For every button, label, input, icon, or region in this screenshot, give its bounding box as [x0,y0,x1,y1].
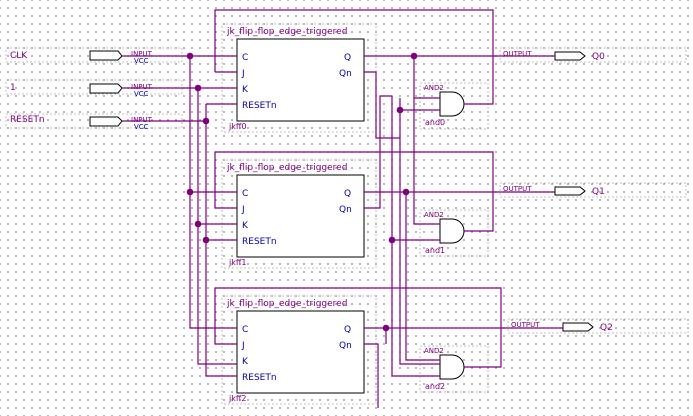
junction-clk [186,52,194,60]
wire-and1-to-jkff1-j [214,151,494,232]
junction-resetn [202,117,210,125]
jkff0-pin-q: Q [344,53,351,63]
output-frame-q0 [499,47,687,63]
output-name-q2: Q2 [600,323,613,333]
output-frame-q1 [499,182,687,198]
and0-instance: and0 [425,118,445,127]
wires [122,9,563,408]
wire-qn0 [364,71,400,139]
jkff0-pin-k: K [242,85,249,95]
and0-gate[interactable] [439,91,465,117]
output-pin-q2[interactable] [562,322,594,332]
junction-resetn-ff1 [202,236,210,244]
output-kind-q1: OUTPUT [503,185,532,193]
wire-qn1 [364,95,392,209]
wire-and2-to-jkff2-j [214,287,502,368]
jkff1-pin-resetn: RESETn [242,237,277,247]
jkff0-pin-c: C [242,53,248,63]
wire-clk-bus [189,56,237,329]
output-frame-q2 [507,318,689,334]
wire-q0-to-and1 [413,98,440,225]
jkff1-pin-k: K [242,221,249,231]
jkff0-pin-resetn: RESETn [242,101,277,111]
input-name-1: 1 [10,83,16,93]
junction-one [194,84,202,92]
input-frame-1 [5,79,183,95]
jkff2-type: jk_flip_flop_edge_triggered [226,299,347,309]
input-pin-1[interactable] [89,83,123,94]
junction-q1 [402,188,410,196]
wire-qn0-bus [399,98,440,365]
and2-type: AND2 [424,347,444,355]
wire-qn2 [364,343,379,408]
jkff1-instance: jkff1 [228,258,246,267]
jkff2-pin-j: J [241,341,245,351]
jkff0-instance: jkff0 [228,122,246,131]
wire-qn1-bus [391,96,440,377]
wire-one-bus [197,88,237,365]
jkff1-pin-c: C [242,189,248,199]
jkff2-pin-k: K [242,357,249,367]
jkff2-instance: jkff2 [228,394,246,403]
input-vcc-clk: VCC [134,57,149,65]
jkff0-type: jk_flip_flop_edge_triggered [226,27,347,37]
wire-resetn-bus [205,104,237,377]
jkff0-pin-qn: Qn [339,69,352,79]
and1-type: AND2 [424,211,444,219]
and1-frame [419,209,489,257]
output-kind-q0: OUTPUT [503,50,532,58]
jkff2-body[interactable] [236,310,365,394]
wire-and0-feedback [214,9,494,105]
input-name-clk: CLK [10,51,28,61]
jkff2-pin-c: C [242,325,248,335]
input-pin-resetn[interactable] [89,116,123,127]
input-vcc-1: VCC [134,90,149,98]
input-frame-clk [5,47,183,63]
junction-qn1 [388,236,396,244]
junction-q2 [382,324,390,332]
junction-clk-ff1 [186,188,194,196]
and1-instance: and1 [425,246,445,255]
junction-qn0 [396,106,404,114]
input-kind-1: INPUT [131,83,153,91]
output-name-q1: Q1 [592,187,605,197]
output-pin-q0[interactable] [554,51,586,61]
jkff1-pin-qn: Qn [339,205,352,215]
output-pin-q1[interactable] [554,186,586,196]
wire-q1-to-and2 [405,192,440,361]
jkff2-pin-qn: Qn [339,341,352,351]
jkff1-pin-q: Q [344,189,351,199]
jkff1-body[interactable] [236,174,365,258]
jkff1-type: jk_flip_flop_edge_triggered [226,163,347,173]
jkff2-pin-resetn: RESETn [242,373,277,383]
input-pin-clk[interactable] [89,50,123,61]
and2-instance: and2 [425,382,445,391]
and2-frame [419,345,489,393]
jkff0-pin-j: J [241,69,245,79]
input-frame-resetn [5,113,183,129]
output-kind-q2: OUTPUT [511,321,540,329]
and0-type: AND2 [424,84,444,92]
input-kind-clk: INPUT [131,50,153,58]
input-kind-resetn: INPUT [131,116,153,124]
and1-gate[interactable] [439,218,465,244]
input-vcc-resetn: VCC [134,123,149,131]
input-name-resetn: RESETn [10,115,45,125]
jkff0-body[interactable] [236,38,365,122]
and0-frame [419,82,489,130]
junctions [186,52,418,332]
jkff2-pin-q: Q [344,325,351,335]
junction-one-ff1 [194,220,202,228]
jkff1-pin-j: J [241,205,245,215]
and2-gate[interactable] [439,354,465,380]
junction-q0 [410,52,418,60]
jkff2-frame [221,295,377,405]
jkff1-frame [221,159,377,269]
output-name-q0: Q0 [592,52,605,62]
